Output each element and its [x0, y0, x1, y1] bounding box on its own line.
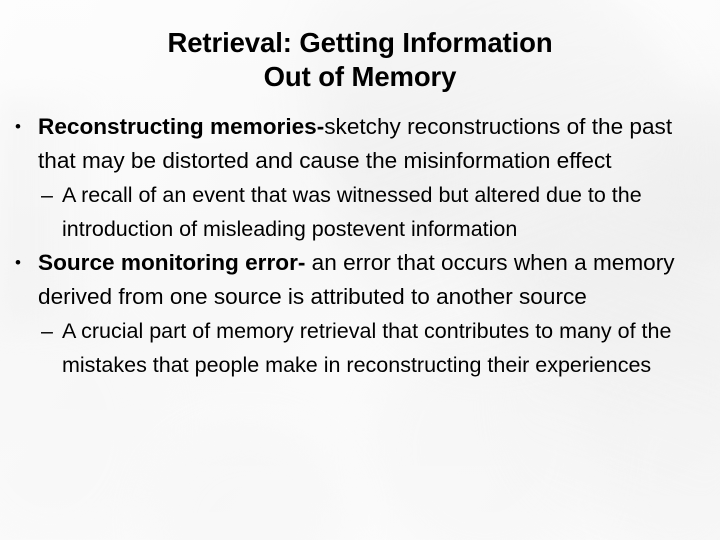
bullet-text: an error that occurs when a memory deriv… — [38, 250, 675, 309]
bullet-lead-term: Source monitoring error- — [38, 250, 306, 275]
sub-bullet-text: A crucial part of memory retrieval that … — [62, 319, 672, 377]
slide-title-line-2: Out of Memory — [263, 61, 457, 92]
bullet-text: sketchy reconstructions of the past that… — [38, 114, 673, 173]
slide-title: Retrieval: Getting Information Out of Me… — [0, 26, 720, 94]
bullet-item: • Source monitoring error- an error that … — [0, 246, 720, 314]
sub-bullet-item: –A recall of an event that was witnessed… — [0, 178, 720, 246]
bullet-lead-term: Reconstructing memories- — [38, 114, 325, 139]
slide-body: • Reconstructing memories-sketchy reconst… — [0, 110, 720, 382]
dash-marker-icon: – — [41, 319, 53, 343]
slide-title-line-1: Retrieval: Getting Information — [167, 27, 553, 58]
bullet-item: • Reconstructing memories-sketchy reconst… — [0, 110, 720, 178]
dash-marker-icon: – — [41, 183, 53, 207]
sub-bullet-item: –A crucial part of memory retrieval that… — [0, 314, 720, 382]
sub-bullet-text: A recall of an event that was witnessed … — [62, 183, 642, 241]
bullet-dot-icon: • — [15, 253, 21, 272]
bullet-dot-icon: • — [15, 117, 21, 136]
